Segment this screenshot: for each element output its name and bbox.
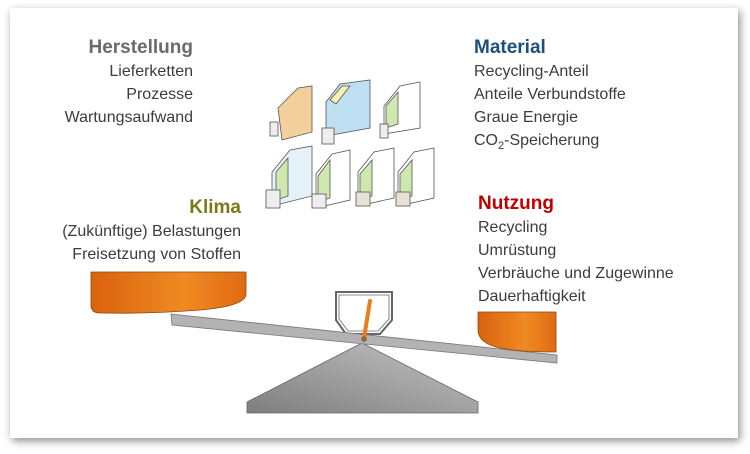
window-profile-alu-icon	[321, 79, 371, 145]
nutzung-item: Recycling	[478, 219, 548, 236]
co2-prefix: CO	[474, 132, 498, 149]
material-title: Material	[474, 37, 546, 58]
right-pan	[477, 311, 557, 353]
klima-item: Freisetzung von Stoffen	[72, 246, 241, 263]
window-profile-d-icon	[395, 147, 435, 207]
herstellung-group: Herstellung Lieferketten Prozesse Wartun…	[65, 36, 193, 129]
material-item: Anteile Verbundstoffe	[474, 86, 626, 103]
material-item: Recycling-Anteil	[474, 63, 589, 80]
material-item-co2: CO2-Speicherung	[474, 129, 626, 158]
left-pan	[90, 271, 247, 314]
nutzung-item: Dauerhaftigkeit	[478, 288, 586, 305]
co2-suffix: -Speicherung	[504, 132, 600, 149]
window-profile-pvc-icon	[379, 81, 421, 139]
window-profile-a-icon	[265, 145, 313, 209]
nutzung-item: Umrüstung	[478, 242, 557, 259]
scale-pointer-holder	[335, 291, 393, 335]
klima-group: Klima (Zukünftige) Belastungen Freisetzu…	[62, 196, 241, 266]
herstellung-item: Lieferketten	[109, 63, 193, 80]
nutzung-title: Nutzung	[478, 193, 554, 214]
herstellung-title: Herstellung	[88, 37, 193, 58]
window-profile-c-icon	[355, 147, 395, 207]
window-profiles-icon	[265, 79, 435, 209]
nutzung-group: Nutzung Recycling Umrüstung Verbräuche u…	[478, 192, 674, 308]
nutzung-item: Verbräuche und Zugewinne	[478, 265, 674, 282]
klima-title: Klima	[189, 197, 241, 218]
window-profile-wood-icon	[269, 85, 313, 141]
scale-base	[246, 342, 479, 414]
herstellung-item: Prozesse	[126, 86, 193, 103]
material-item: Graue Energie	[474, 109, 579, 126]
scale-pointer	[362, 299, 372, 340]
herstellung-item: Wartungsaufwand	[64, 109, 193, 126]
material-group: Material Recycling-Anteil Anteile Verbun…	[474, 36, 626, 158]
window-profile-b-icon	[311, 149, 351, 209]
co2-subscript: 2	[498, 140, 505, 153]
klima-item: (Zukünftige) Belastungen	[62, 223, 241, 240]
